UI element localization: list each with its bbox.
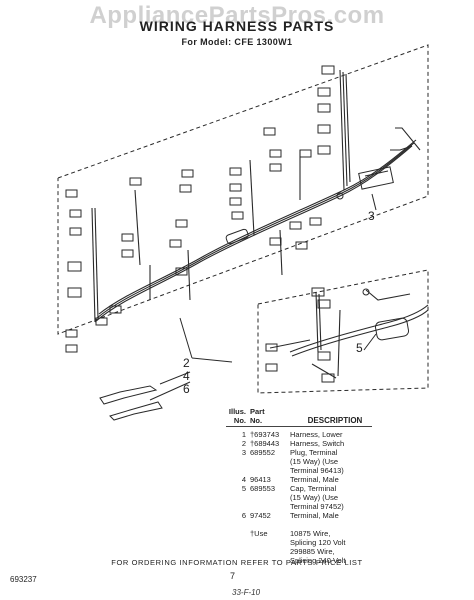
part-number-cell (250, 547, 290, 556)
illus-cell (226, 466, 250, 475)
document-code: 693237 (10, 575, 37, 584)
part-number-cell (250, 457, 290, 466)
part-number-cell: 689552 (250, 448, 276, 457)
table-row: 2 †689443 Harness, Switch (226, 439, 380, 448)
description-cell: Harness, Switch (290, 439, 345, 448)
callout-5: 5 (356, 341, 363, 355)
illus-cell (226, 520, 250, 529)
description-cell: Terminal, Male (290, 475, 339, 484)
callout-2: 2 (183, 356, 190, 370)
parts-rows: 1 †693743 Harness, Lower 2 †689443 Harness, S… (226, 430, 380, 565)
illus-cell: 5 (241, 484, 246, 493)
illus-cell (226, 547, 250, 556)
table-row: Terminal 97452) (226, 502, 380, 511)
description-cell: 299885 Wire, (290, 547, 335, 556)
table-row: 3 689552 Plug, Terminal (226, 448, 380, 457)
part-number-cell: †689443 (250, 439, 280, 448)
description-cell: Cap, Terminal (290, 484, 337, 493)
loose-terminals (99, 385, 163, 421)
handwritten-note: 33-F-10 (232, 588, 261, 597)
table-row: 4 96413 Terminal, Male (226, 475, 380, 484)
page-subtitle: For Model: CFE 1300W1 (181, 37, 293, 47)
description-cell: Splicing 120 Volt (290, 538, 346, 547)
description-cell: 10875 Wire, (290, 529, 331, 538)
part-number-cell: 96413 (250, 475, 271, 484)
table-row: (15 Way) (Use (226, 493, 380, 502)
ordering-note: FOR ORDERING INFORMATION REFER TO PARTS … (111, 558, 363, 567)
illus-cell: 2 (241, 439, 246, 448)
description-cell: (15 Way) (Use (290, 493, 339, 502)
callout-6: 6 (183, 382, 190, 396)
lower-harness-wires (91, 69, 421, 323)
description-cell: Splicing 240 Volt (290, 556, 346, 565)
header-illus-2: No. (233, 416, 246, 425)
illus-cell (226, 457, 250, 466)
page-number: 7 (230, 571, 236, 581)
description-cell: Plug, Terminal (290, 448, 338, 457)
header-part-1: Part (250, 407, 265, 416)
part-number-cell (250, 493, 290, 502)
table-row: 1 †693743 Harness, Lower (226, 430, 380, 439)
table-row (226, 520, 380, 529)
description-cell: Terminal 96413) (290, 466, 344, 475)
header-rule (226, 426, 372, 427)
parts-table-header: Illus. No. Part No. DESCRIPTION (226, 407, 380, 425)
description-cell: Harness, Lower (290, 430, 343, 439)
terminal-plug (358, 166, 394, 190)
table-row: Splicing 120 Volt (226, 538, 380, 547)
terminal-cap (374, 317, 410, 341)
illus-cell: 3 (241, 448, 246, 457)
part-number-cell (250, 538, 290, 547)
part-number-cell: 97452 (250, 511, 271, 520)
part-number-cell: †Use (250, 529, 268, 538)
part-number-cell: 689553 (250, 484, 276, 493)
illus-cell (226, 502, 250, 511)
part-number-cell (250, 502, 290, 511)
lower-harness-outline (257, 269, 429, 394)
illus-cell (226, 529, 250, 538)
illus-cell: 4 (241, 475, 246, 484)
table-row: 299885 Wire, (226, 547, 380, 556)
illus-cell: 1 (241, 430, 246, 439)
table-row: †Use 10875 Wire, (226, 529, 380, 538)
table-row: 6 97452 Terminal, Male (226, 511, 380, 520)
switch-harness-wires (269, 289, 429, 379)
callout-3: 3 (368, 209, 375, 223)
part-number-cell (250, 466, 290, 475)
table-row: (15 Way) (Use (226, 457, 380, 466)
table-row: Splicing 240 Volt (226, 556, 380, 565)
splice-sleeve (225, 228, 249, 245)
illus-cell: 6 (241, 511, 246, 520)
header-description: DESCRIPTION (307, 416, 363, 425)
upper-connectors (65, 65, 335, 353)
table-row: 5 689553 Cap, Terminal (226, 484, 380, 493)
illus-cell (226, 493, 250, 502)
page-title: WIRING HARNESS PARTS (139, 18, 335, 34)
callout-4: 4 (183, 369, 190, 383)
table-row: Terminal 96413) (226, 466, 380, 475)
description-cell: (15 Way) (Use (290, 457, 339, 466)
header-part-2: No. (250, 416, 263, 425)
parts-table: Illus. No. Part No. DESCRIPTION 1 †693743… (226, 407, 380, 565)
part-number-cell (250, 520, 290, 529)
watermark: AppliancePartsPros.com (89, 2, 385, 29)
header-illus-1: Illus. (228, 407, 246, 416)
upper-harness-outline (57, 44, 429, 335)
description-cell: Terminal 97452) (290, 502, 344, 511)
illus-cell (226, 538, 250, 547)
description-cell: Terminal, Male (290, 511, 339, 520)
lower-connectors (265, 287, 335, 383)
description-cell (290, 520, 380, 529)
part-number-cell: †693743 (250, 430, 280, 439)
